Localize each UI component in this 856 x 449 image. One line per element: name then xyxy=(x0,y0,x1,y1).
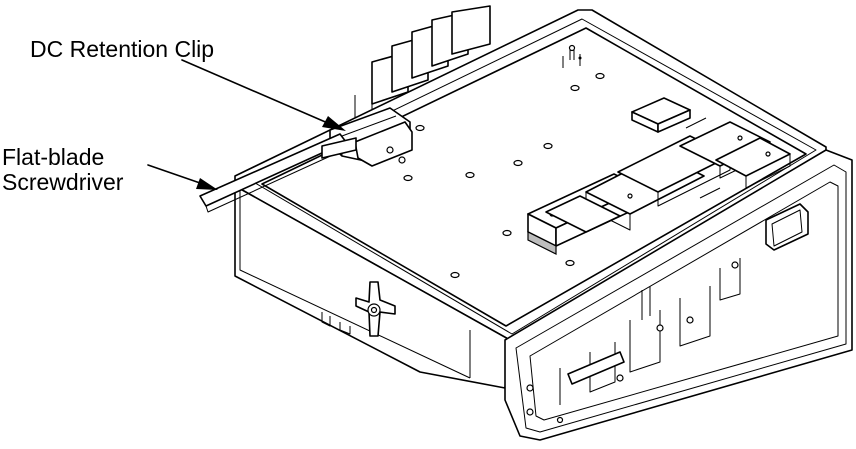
flat-blade-label-line1: Flat-blade xyxy=(2,145,104,170)
screwdriver-leader-line xyxy=(148,165,200,183)
flat-blade-label-line2: Screwdriver xyxy=(2,170,123,195)
clip-leader-line xyxy=(182,60,330,124)
screwdriver-arrowhead xyxy=(196,178,218,190)
dc-retention-clip-label: DC Retention Clip xyxy=(30,37,214,62)
